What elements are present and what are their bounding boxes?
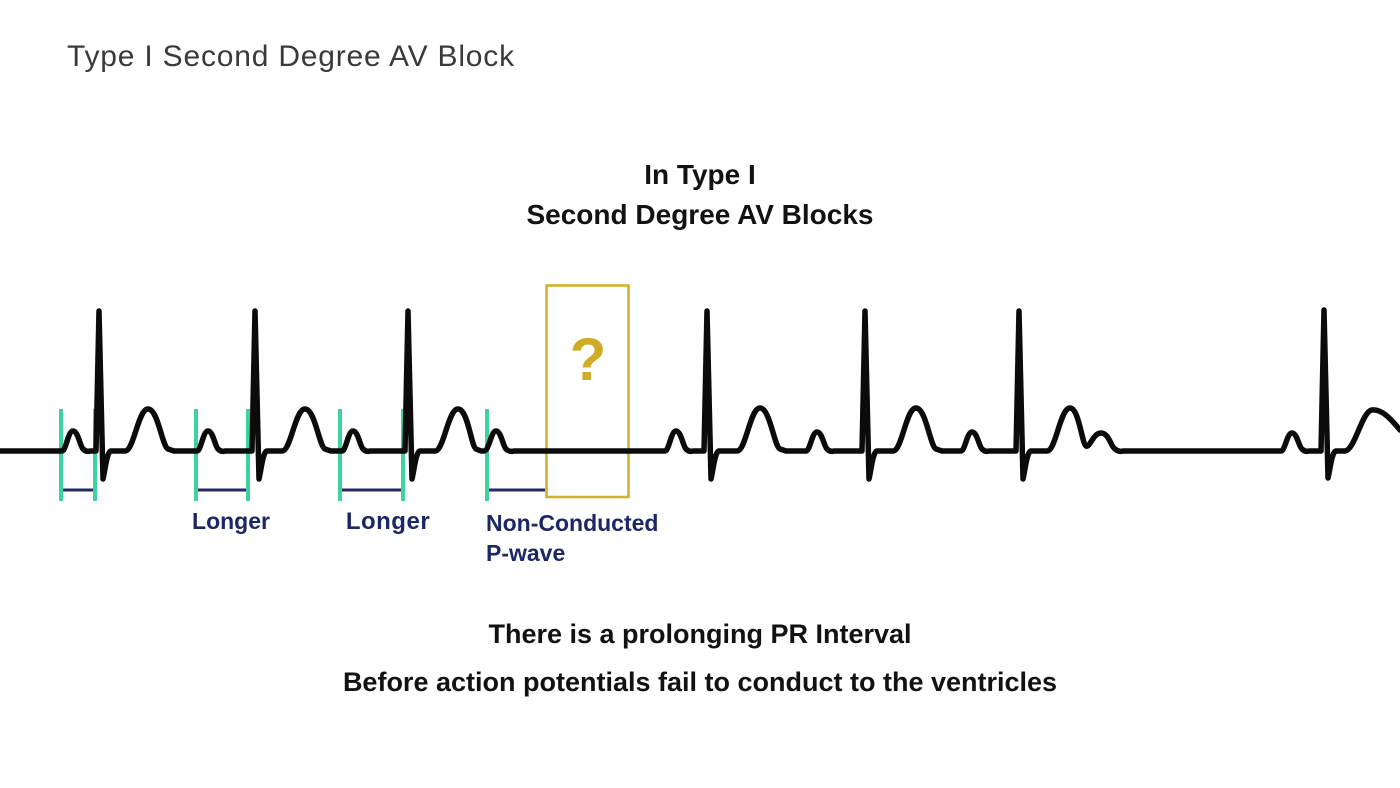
caption-line1: There is a prolonging PR Interval (488, 619, 912, 649)
ecg-trace (0, 307, 1400, 482)
pr-marker-ticks (59, 409, 489, 501)
label-longer-2: Longer (345, 508, 431, 535)
dropped-qrs-highlight-box (545, 284, 630, 499)
center-heading-line2: Second Degree AV Blocks (526, 199, 874, 230)
center-heading: In Type I Second Degree AV Blocks (0, 155, 1400, 235)
center-heading-line1: In Type I (644, 159, 756, 190)
label-non-conducted-line1: Non-Conducted (486, 510, 659, 536)
label-non-conducted-line2: P-wave (486, 540, 566, 566)
caption-line2: Before action potentials fail to conduct… (342, 667, 1058, 697)
label-longer-1: Longer (192, 508, 270, 534)
label-non-conducted-p-wave: Non-Conducted P-wave (486, 508, 658, 568)
question-mark: ? (569, 326, 607, 393)
caption: There is a prolonging PR Interval Before… (0, 610, 1400, 706)
page-title: Type I Second Degree AV Block (67, 40, 515, 73)
